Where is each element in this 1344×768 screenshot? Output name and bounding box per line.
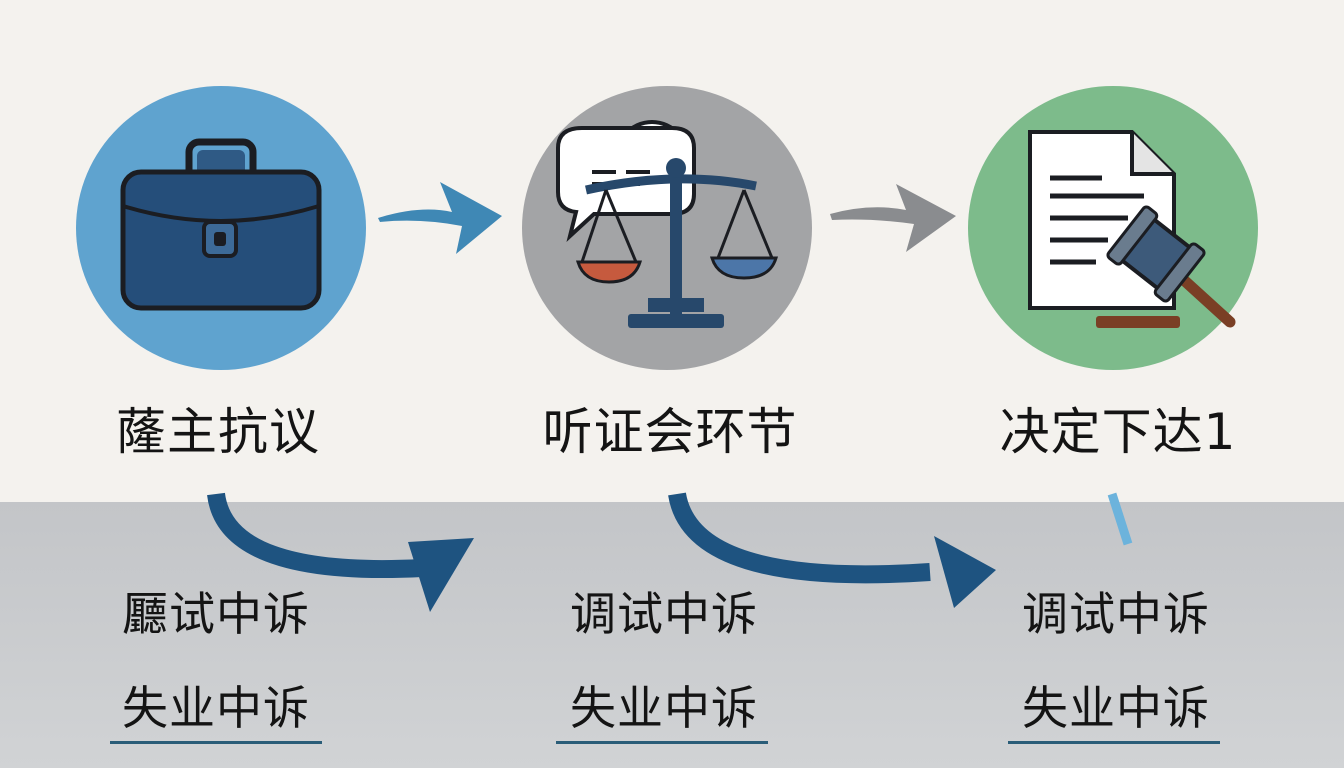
sub-item-3-line2: 失业中诉 [1022,681,1210,735]
stage-3-label: 决定下达1 [999,403,1237,461]
curve-arrow-2 [668,492,931,584]
arrow-stage2-to-stage3 [830,184,956,252]
scales-speech-icon [556,120,779,328]
curve-arrow-1-head [408,538,474,612]
curve-arrow-1 [207,492,423,579]
stage-2-circle [522,86,812,370]
stage-2-label: 听证会环节 [542,403,798,461]
document-gavel-icon [1028,130,1236,328]
sub-item-1-underline [110,741,322,744]
sub-item-2-underline [556,741,768,744]
stage-1-label: 蕯主抗议 [116,403,320,461]
accent-line-3 [1107,492,1133,546]
briefcase-icon [120,138,322,311]
curve-arrow-2-head [934,536,996,608]
stage-3-circle [968,86,1258,370]
sub-item-3-underline [1008,741,1220,744]
sub-item-1-line1: 㕔试中诉 [122,587,310,641]
sub-item-2-line2: 失业中诉 [570,681,758,735]
sub-item-1-line2: 失业中诉 [122,681,310,735]
stage-1-circle [76,86,366,370]
arrow-stage1-to-stage2 [378,182,502,254]
sub-item-2-line1: 调试中诉 [570,587,758,641]
sub-item-3-line1: 调试中诉 [1022,587,1210,641]
bottom-band [0,502,1344,768]
